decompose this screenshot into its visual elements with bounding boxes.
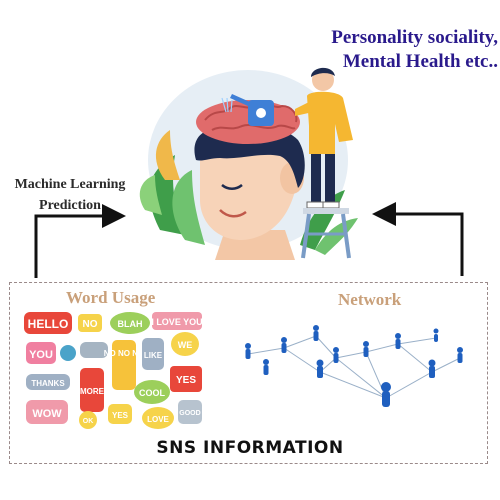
left-arrow [34,204,126,278]
bubble-love: LOVE [142,407,174,429]
bubble-like: LIKE [142,338,164,370]
prediction-target-label: Personality sociality, Mental Health etc… [318,26,498,74]
svg-text:YES: YES [112,411,129,420]
sns-information-panel [9,282,488,464]
right-arrow [372,202,464,276]
bubble-i-love-you: I LOVE YOU [151,312,203,330]
bubble-ok: OK [79,411,97,429]
bubble-no-no-no: NO NO NO [104,340,144,390]
svg-text:MORE: MORE [80,387,105,396]
bubble-heart [60,345,76,361]
gardener-figure [295,67,353,259]
bubble-wow: WOW [26,400,68,424]
network-illustration [245,325,463,407]
network-nodes [245,325,463,407]
svg-text:COOL: COOL [139,388,166,398]
svg-text:NO NO NO: NO NO NO [104,349,144,358]
prediction-target-line-2: Mental Health etc.. [342,51,498,72]
bubble-cool: COOL [134,380,170,404]
watering-can [221,94,274,126]
svg-text:LIKE: LIKE [144,351,163,360]
bubble-we: WE [171,332,199,356]
ml-prediction-label: Machine Learning Prediction [14,174,126,216]
svg-text:WE: WE [178,340,193,350]
bubble-more: MORE [80,368,105,412]
bubble-dots [80,342,108,358]
network-title: Network [338,290,402,309]
svg-text:OK: OK [83,418,94,425]
head-illustration [139,70,358,260]
svg-text:YOU: YOU [29,349,53,361]
svg-text:WOW: WOW [32,408,62,420]
prediction-target-line-1: Personality sociality, [331,27,498,48]
svg-text:GOOD: GOOD [179,410,200,417]
svg-text:BLAH: BLAH [118,319,143,329]
leaves-left [139,130,205,245]
ml-label-line-2: Prediction [39,198,101,213]
network-links [247,335,461,399]
svg-text:YES: YES [176,375,196,386]
ml-label-line-1: Machine Learning [14,177,126,192]
word-bubble-cloud: HELLO NO BLAH I LOVE YOU YOU NO NO NO LI… [24,312,203,429]
sns-information-label: SNS INFORMATION [156,438,344,458]
closed-eye [221,183,243,190]
bubble-hello: HELLO [24,312,72,334]
bubble-no: NO [78,314,102,332]
bubble-yes-yellow: YES [108,404,132,424]
svg-text:I LOVE YOU: I LOVE YOU [151,317,202,327]
bubble-good: GOOD [178,400,202,424]
svg-text:LOVE: LOVE [147,415,169,424]
word-usage-title: Word Usage [66,288,156,307]
svg-text:THANKS: THANKS [31,379,65,388]
svg-text:NO: NO [83,319,98,330]
bubble-you: YOU [26,342,56,364]
bubble-thanks: THANKS [26,374,70,390]
bubble-yes-red: YES [170,366,202,392]
smile [219,209,247,218]
svg-text:HELLO: HELLO [28,317,69,331]
bubble-blah: BLAH [110,312,150,334]
